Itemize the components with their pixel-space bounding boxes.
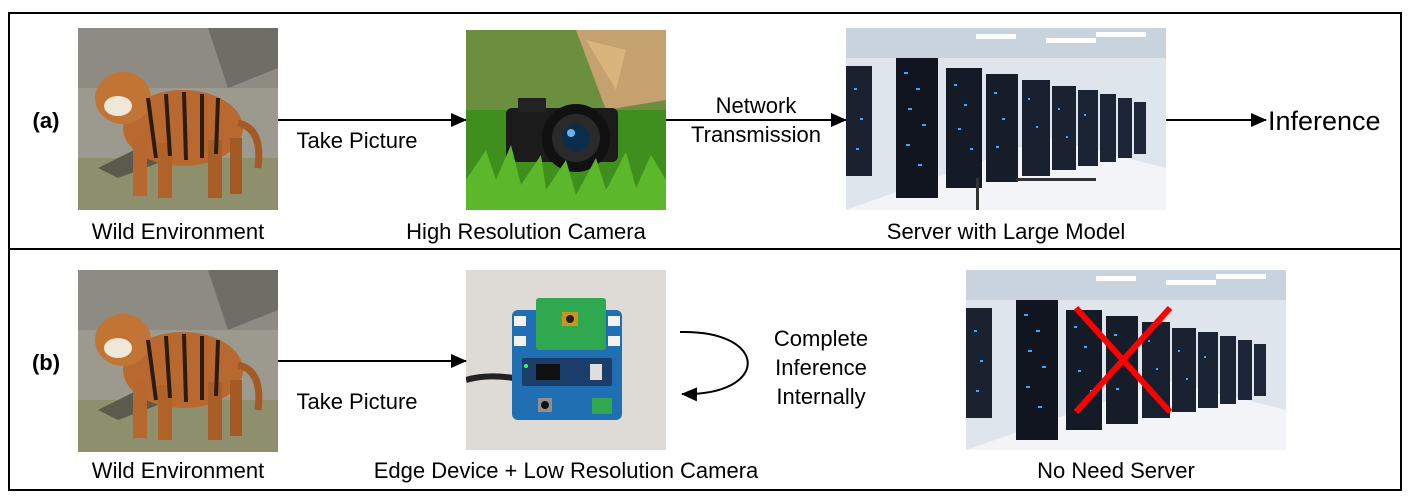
edge-label-take-picture-a: Take Picture	[296, 128, 418, 153]
camera-photo	[466, 30, 666, 210]
loop-label-complete: Complete	[773, 326, 869, 351]
diagram-frame	[8, 12, 1402, 491]
loop-arrow-internal	[679, 330, 749, 402]
server-room-photo-a	[846, 28, 1166, 210]
row-divider	[8, 248, 1402, 250]
tiger-photo-b	[78, 270, 278, 452]
edge-device-photo	[466, 270, 666, 450]
node-label-camera: High Resolution Camera	[406, 219, 646, 244]
tiger-photo-a	[78, 28, 278, 210]
red-cross-icon	[1073, 305, 1173, 415]
loop-label-internally: Internally	[776, 384, 866, 409]
node-label-server-a: Server with Large Model	[886, 219, 1126, 244]
edge-label-transmission: Transmission	[691, 122, 821, 147]
node-label-wild-b: Wild Environment	[91, 458, 265, 483]
loop-label-inference: Inference	[775, 355, 867, 380]
row-b-label: (b)	[31, 350, 61, 375]
edge-label-take-picture-b: Take Picture	[296, 389, 418, 414]
edge-label-network: Network	[715, 93, 797, 118]
node-label-inference: Inference	[1268, 106, 1381, 136]
node-label-no-need-server: No Need Server	[1037, 458, 1195, 483]
node-label-wild-a: Wild Environment	[91, 219, 265, 244]
row-a-label: (a)	[32, 108, 60, 133]
node-label-edge-device: Edge Device + Low Resolution Camera	[373, 458, 759, 483]
